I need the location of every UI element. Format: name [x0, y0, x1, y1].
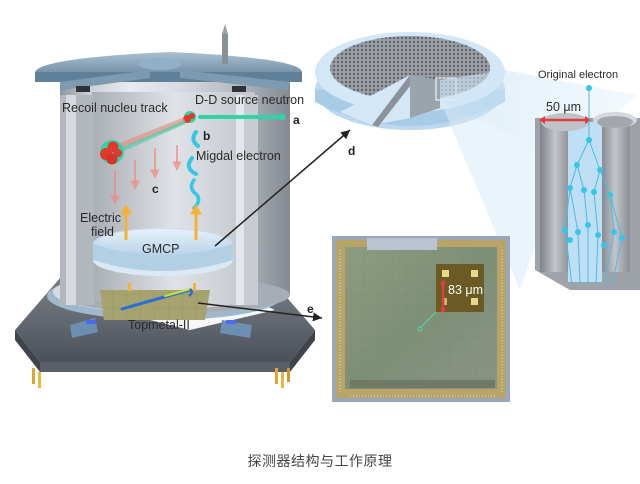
label-pixel-size: 83 μm [448, 283, 483, 297]
electron-dots [562, 85, 625, 248]
pore-cross-section [535, 112, 640, 290]
pointer-e [197, 302, 323, 322]
source-rod [222, 24, 228, 64]
recoil-nucleus [100, 117, 187, 165]
electric-field-arrows [120, 203, 202, 240]
drift-arrows [110, 145, 182, 206]
figure-caption: 探测器结构与工作原理 [247, 454, 393, 470]
label-dd-source-neutron: D-D source neutron [195, 93, 305, 107]
label-recoil-nucleus-track: Recoil nucleu track [62, 101, 168, 115]
label-pore-size: 50 μm [546, 100, 581, 114]
chip-micrograph [332, 236, 510, 402]
label-electric-field-1: Electric [80, 211, 121, 225]
panel-letter-b: b [203, 129, 211, 143]
neutron-beam [183, 111, 286, 123]
label-migdal-electron: Migdal electron [196, 149, 281, 163]
panel-letter-c: c [152, 182, 159, 196]
panel-letter-d: d [348, 144, 356, 158]
clamp-right [220, 320, 252, 338]
panel-letter-e: e [307, 302, 314, 316]
label-topmetal-ii: Topmetal-II [128, 318, 190, 332]
gold-pins [32, 368, 290, 388]
chamber-lid [35, 52, 302, 92]
migdal-electron-path [186, 130, 201, 210]
electron-avalanche [564, 88, 623, 286]
label-original-electron: Original electron [538, 69, 619, 81]
label-gmcp: GMCP [142, 242, 180, 256]
pointer-d [214, 129, 351, 247]
gmcp-plate [93, 228, 233, 276]
topmetal-chip [100, 283, 210, 320]
label-electric-field-2: field [91, 225, 114, 239]
panel-letter-a: a [293, 113, 300, 127]
